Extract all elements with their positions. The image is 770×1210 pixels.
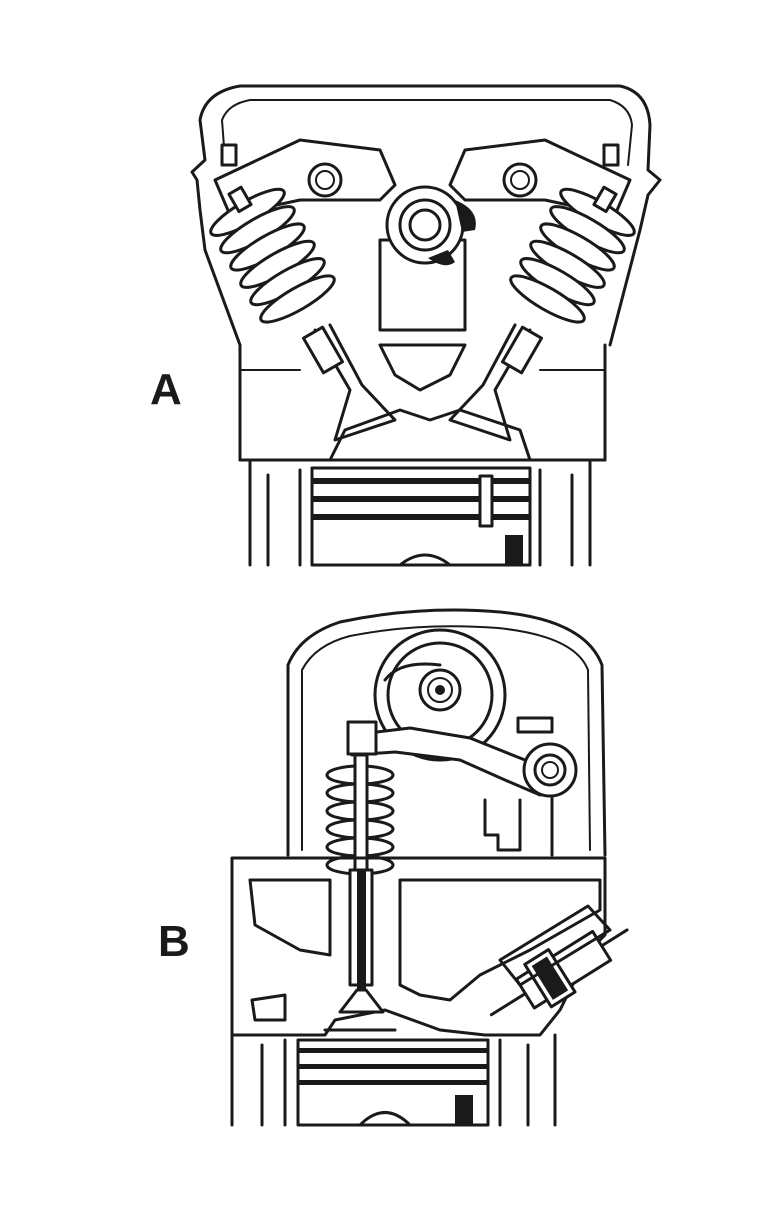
- rocker-shaft: [522, 742, 578, 798]
- adjuster-left: [220, 143, 238, 167]
- rocker-shaft-bore: [533, 753, 567, 787]
- piston-pin-boss: [358, 1111, 412, 1127]
- valve-head: [338, 988, 385, 1014]
- valve-spring-right: [509, 185, 636, 324]
- water-jacket-left: [248, 878, 332, 957]
- piston-ring-3: [298, 1080, 488, 1085]
- piston-skirt-shadow: [455, 1095, 473, 1125]
- diagram-label-a: A: [150, 365, 182, 414]
- valve-spring-left: [209, 185, 336, 324]
- valve-left: [313, 323, 397, 442]
- camshaft-center: [435, 685, 445, 695]
- rocker-pivot-left-bore: [315, 170, 335, 190]
- water-jacket-lower: [250, 993, 287, 1022]
- piston-ring-3: [312, 514, 530, 520]
- diagram-label-b: B: [158, 917, 190, 966]
- valve-right: [448, 323, 532, 442]
- camshaft-bearing: [398, 198, 452, 252]
- adjuster-right: [602, 143, 620, 167]
- rocker-tip: [346, 720, 378, 756]
- rocker-cover-outline: [286, 608, 607, 857]
- piston-ring-2: [312, 496, 530, 502]
- rocker-pedestal: [483, 798, 522, 852]
- head-block: [230, 856, 607, 1037]
- piston-ring-2: [298, 1064, 488, 1069]
- rocker-shaft-core: [541, 761, 559, 779]
- ring-gap-marker: [478, 474, 494, 528]
- camshaft-bore: [408, 208, 442, 242]
- rocker-cover-outline: [190, 84, 662, 347]
- rocker-pivot-right-bore: [510, 170, 530, 190]
- camshaft-bore: [427, 677, 453, 703]
- piston-pin-boss: [398, 553, 452, 567]
- cam-lobe-shadow-lower: [428, 250, 455, 266]
- valve-guide-right: [500, 325, 544, 375]
- piston-ring-1: [298, 1048, 488, 1053]
- camshaft: [418, 668, 462, 712]
- cam-lobe-profile: [383, 662, 442, 682]
- combustion-chamber-roof: [378, 343, 467, 392]
- rocker-pivot-left: [307, 162, 343, 198]
- piston-ring-1: [312, 478, 530, 484]
- cam-lobe-shadow: [455, 200, 476, 232]
- valve-stem: [357, 870, 366, 1000]
- spark-plug: [489, 928, 629, 1017]
- rocker-shaft-clip: [516, 716, 554, 734]
- inlet-port: [398, 878, 602, 1002]
- piston-skirt-shadow: [505, 535, 523, 565]
- valve-stem-upper: [353, 753, 369, 875]
- cover-inner-edge: [221, 99, 633, 166]
- spark-plug-well: [498, 904, 612, 987]
- rocker-pivot-right: [502, 162, 538, 198]
- valve-guide-left: [301, 325, 345, 375]
- cover-inner-edge: [301, 625, 591, 851]
